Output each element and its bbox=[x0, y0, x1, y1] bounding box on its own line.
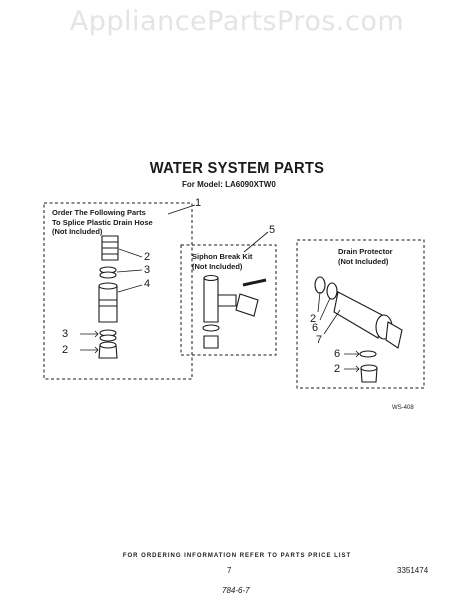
siphon-label-line-2: (Not Included) bbox=[192, 261, 243, 271]
drain-protector-box bbox=[296, 239, 425, 389]
page-title: WATER SYSTEM PARTS bbox=[149, 160, 325, 177]
splice-label-line-1: Order The Following Parts bbox=[52, 208, 146, 217]
splice-parts-box bbox=[43, 202, 193, 380]
drain-box-label: Drain Protector (Not Included) bbox=[338, 247, 393, 266]
document-part-number: 3351474 bbox=[397, 566, 429, 575]
model-subtitle: For Model: LA6090XTW0 bbox=[182, 180, 276, 189]
siphon-tee bbox=[203, 277, 219, 323]
drain-ring bbox=[314, 276, 326, 294]
callout-5: 5 bbox=[269, 224, 276, 236]
splice-parts bbox=[98, 235, 119, 359]
siphon-kit bbox=[202, 274, 267, 349]
siphon-cap bbox=[235, 293, 259, 317]
watermark: AppliancePartsPros.com bbox=[69, 6, 405, 37]
callout-7: 7 bbox=[316, 334, 323, 346]
callout-6-drain: 6 bbox=[312, 322, 319, 334]
callout-3-lower: 3 bbox=[62, 328, 69, 340]
coupler bbox=[98, 285, 118, 323]
leader-1 bbox=[167, 204, 196, 215]
drain-label-line-2: (Not Included) bbox=[338, 256, 389, 266]
callout-2-lower: 2 bbox=[62, 344, 69, 356]
drain-body bbox=[333, 291, 385, 339]
callout-2-drain-lower: 2 bbox=[334, 363, 341, 375]
drain-screen bbox=[385, 321, 403, 349]
diagram-code: WS-408 bbox=[392, 405, 414, 411]
leader-5 bbox=[243, 231, 269, 253]
handwritten-note: 784-6-7 bbox=[222, 586, 250, 595]
siphon-label-line-1: Siphon Break Kit bbox=[192, 252, 253, 261]
siphon-tube bbox=[242, 278, 267, 287]
callout-1: 1 bbox=[195, 197, 202, 209]
siphon-kit-box bbox=[180, 244, 277, 356]
callout-4: 4 bbox=[144, 278, 151, 290]
callout-3: 3 bbox=[144, 264, 151, 276]
splice-box-label: Order The Following Parts To Splice Plas… bbox=[52, 208, 153, 237]
ordering-info: FOR ORDERING INFORMATION REFER TO PARTS … bbox=[122, 553, 352, 559]
splice-label-line-2: To Splice Plastic Drain Hose bbox=[52, 217, 153, 227]
drain-protector-parts bbox=[314, 276, 403, 383]
callout-2: 2 bbox=[144, 251, 151, 263]
page-number: 7 bbox=[227, 566, 232, 575]
drain-label-line-1: Drain Protector bbox=[338, 247, 393, 256]
callout-2-drain: 2 bbox=[310, 313, 317, 325]
callout-6-lower: 6 bbox=[334, 348, 341, 360]
splice-label-line-3: (Not Included) bbox=[52, 227, 103, 236]
siphon-box-label: Siphon Break Kit (Not Included) bbox=[192, 252, 252, 271]
